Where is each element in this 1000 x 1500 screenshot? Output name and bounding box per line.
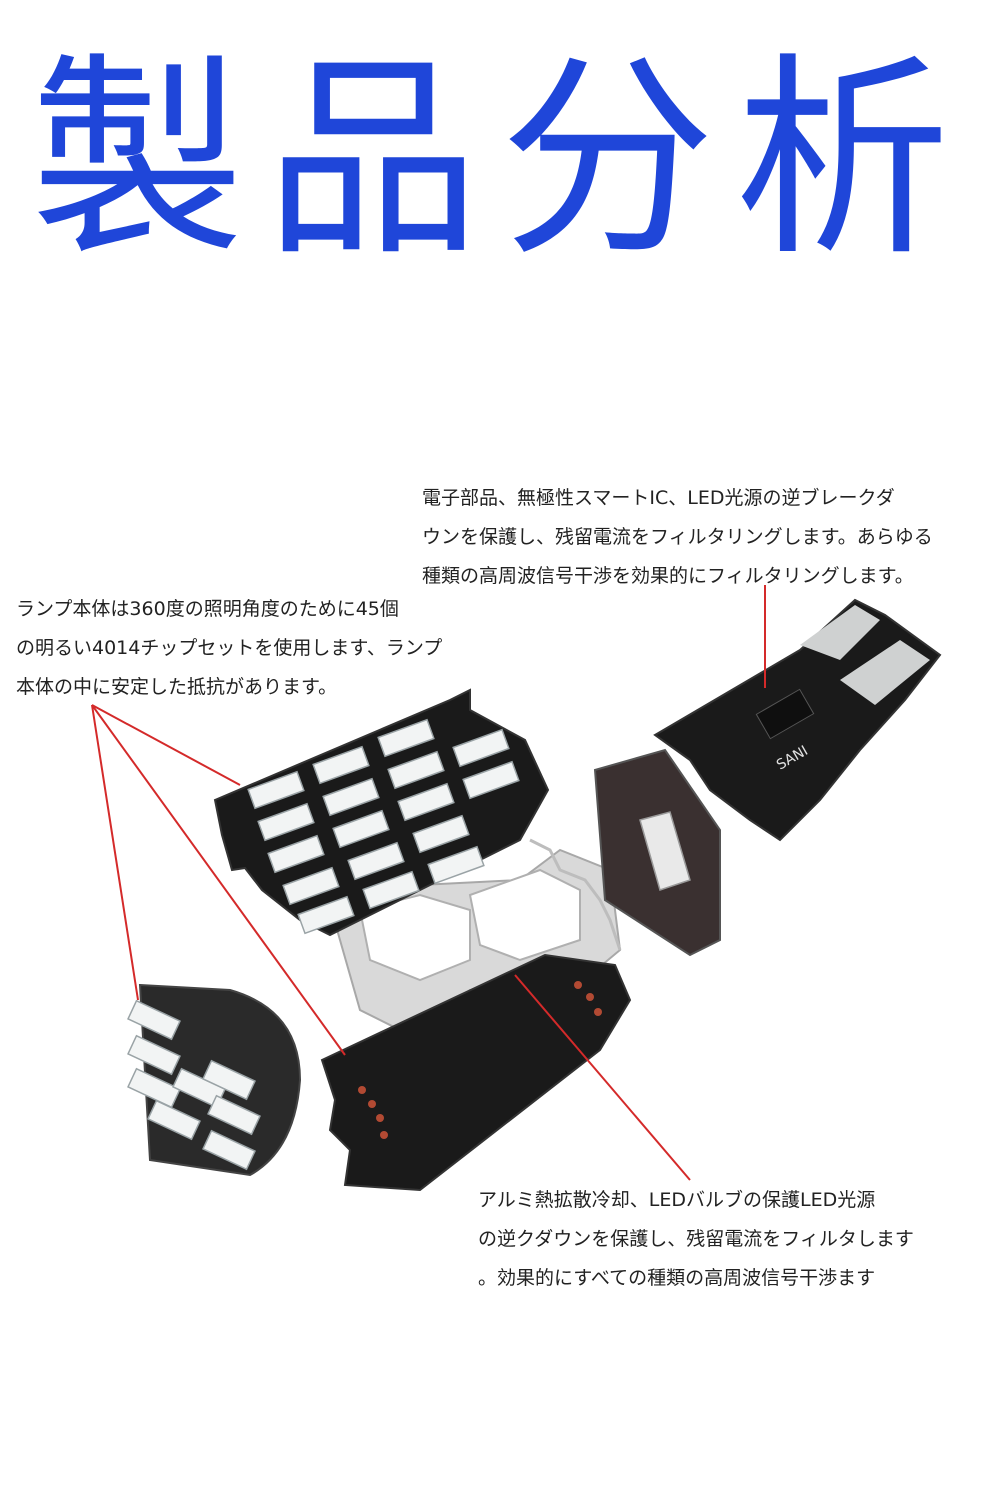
annotation-line: 種類の高周波信号干渉を効果的にフィルタリングします。	[422, 565, 914, 587]
annotation-line: ランプ本体は360度の照明角度のために45個	[16, 598, 399, 620]
top-led-pcb	[213, 688, 550, 937]
insulator-block	[593, 748, 721, 957]
annotation-line: ウンを保護し、残留電流をフィルタリングします。あらゆる	[422, 526, 933, 548]
annotation-line: の明るい4014チップセットを使用します、ランプ	[16, 637, 443, 659]
leader-lines	[91, 585, 766, 1181]
side-led-module	[127, 983, 302, 1177]
annotation-line: アルミ熱拡散冷却、LEDバルブの保護LED光源	[478, 1189, 876, 1211]
annotation-line: の逆クダウンを保護し、残留電流をフィルタします	[478, 1228, 914, 1250]
annotation-led-chips: ランプ本体は360度の照明角度のために45個 の明るい4014チップセットを使用…	[16, 590, 442, 707]
annotation-line: 電子部品、無極性スマートIC、LED光源の逆ブレークダ	[422, 487, 895, 509]
annotation-line: 本体の中に安定した抵抗があります。	[16, 676, 338, 698]
annotation-smart-ic: 電子部品、無極性スマートIC、LED光源の逆ブレークダ ウンを保護し、残留電流を…	[422, 479, 933, 596]
page-title: 製品分析	[30, 34, 970, 285]
bottom-pcb	[320, 953, 632, 1192]
annotation-aluminum-cooling: アルミ熱拡散冷却、LEDバルブの保護LED光源 の逆クダウンを保護し、残留電流を…	[478, 1181, 914, 1298]
base-pcb-smart-ic: SANI	[653, 598, 942, 842]
annotation-line: 。効果的にすべての種類の高周波信号干渉ます	[478, 1267, 876, 1289]
